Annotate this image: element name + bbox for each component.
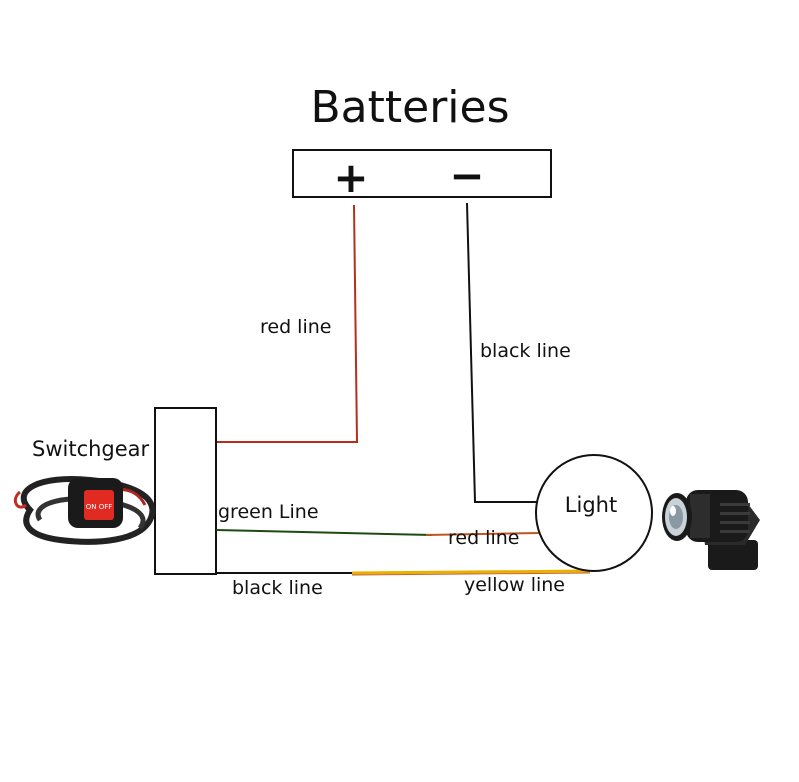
battery-box — [292, 149, 552, 198]
fog-lamp-illustration — [662, 490, 760, 570]
light-red-wire-label: red line — [448, 527, 519, 549]
yellow-wire-to-light — [351, 569, 591, 575]
red-wire-battery-to-switch — [216, 204, 359, 443]
black-wire-battery-to-light — [466, 202, 540, 503]
handlebar-switch-illustration: ON OFF — [13, 476, 156, 545]
switch-red-button — [84, 490, 114, 520]
switch-label: Switchgear — [32, 437, 150, 461]
light-node — [535, 454, 653, 572]
green-wire-switch-to-light — [215, 529, 433, 536]
light-label: Light — [565, 493, 617, 517]
battery-negative-terminal: − — [449, 151, 484, 200]
switch-box — [154, 407, 217, 575]
red-wire-label: red line — [260, 316, 331, 338]
diagram-title: Batteries — [310, 82, 509, 133]
green-wire-label: green Line — [218, 501, 319, 523]
yellow-wire-label: yellow line — [464, 574, 565, 596]
switch-button-text: ON OFF — [86, 503, 113, 511]
red-wire-to-light — [425, 532, 541, 536]
switch-black-wire-label: black line — [232, 577, 323, 599]
battery-positive-terminal: + — [333, 153, 368, 202]
yellow-wire-shadow — [351, 572, 591, 576]
black-wire-label: black line — [480, 340, 571, 362]
